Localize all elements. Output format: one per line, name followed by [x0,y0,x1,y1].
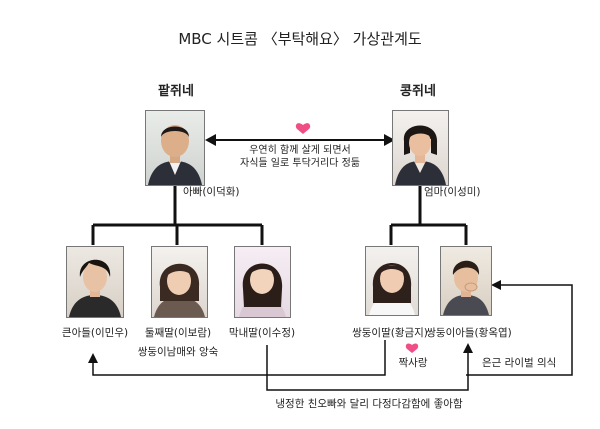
twin-son-label: 쌍둥이아들(황옥엽) [426,327,512,339]
youngest-daughter-portrait-icon [239,263,286,317]
rival-line [466,284,573,376]
twin-daughter-label: 쌍둥이딸(황금지) [352,327,428,339]
bottom-note: 냉정한 친오빠와 달리 다정다감함에 좋아함 [275,398,463,410]
eldest-son-label: 큰아들(이민우) [61,327,129,339]
affection-line [266,345,469,391]
second-daughter-label: 둘째딸(이보람) [144,327,212,339]
father-photo [145,110,205,186]
youngest-daughter-photo [234,246,291,318]
crush-line [92,340,386,376]
twins-feud-note: 쌍둥이남매와 앙숙 [137,346,219,358]
eldest-son-photo [66,246,124,318]
relation-note-line-1: 우연히 함께 살게 되면서 [249,145,351,156]
crush-heart-icon [405,343,419,353]
parents-arrow-right-head [384,134,395,146]
twin-daughter-photo [365,246,419,316]
twin-son-photo [440,246,492,316]
relation-note-line-2: 자식들 일로 투닥거리다 정듦 [240,157,360,169]
eldest-son-portrait-icon [69,259,121,317]
rival-arrow-head [491,280,501,290]
mother-portrait-icon [395,125,446,185]
second-daughter-photo [151,246,208,318]
youngest-daughter-label: 막내딸(이수정) [228,327,296,339]
family-right-label: 콩쥐네 [400,84,436,99]
diagram-title: MBC 시트콤 〈부탁해요〉 가상관계도 [178,30,422,48]
father-portrait-icon [148,125,202,185]
parents-arrow-left-head [205,134,216,146]
father-label: 아빠(이덕화) [183,186,240,198]
family-left-label: 팥쥐네 [158,84,194,99]
second-daughter-portrait-icon [154,263,205,317]
mother-photo [392,110,449,186]
rival-label: 은근 라이벌 의식 [482,357,557,369]
crush-label: 짝사랑 [398,357,428,369]
relation-note: 우연히 함께 살게 되면서 자식들 일로 투닥거리다 정듦 [240,145,360,170]
heart-icon [295,123,311,134]
affection-arrow-head [463,343,473,353]
crush-arrow-head [88,353,98,363]
mother-label: 엄마(이성미) [424,186,481,198]
twin-son-portrait-icon [443,260,489,315]
twin-daughter-portrait-icon [369,263,415,315]
